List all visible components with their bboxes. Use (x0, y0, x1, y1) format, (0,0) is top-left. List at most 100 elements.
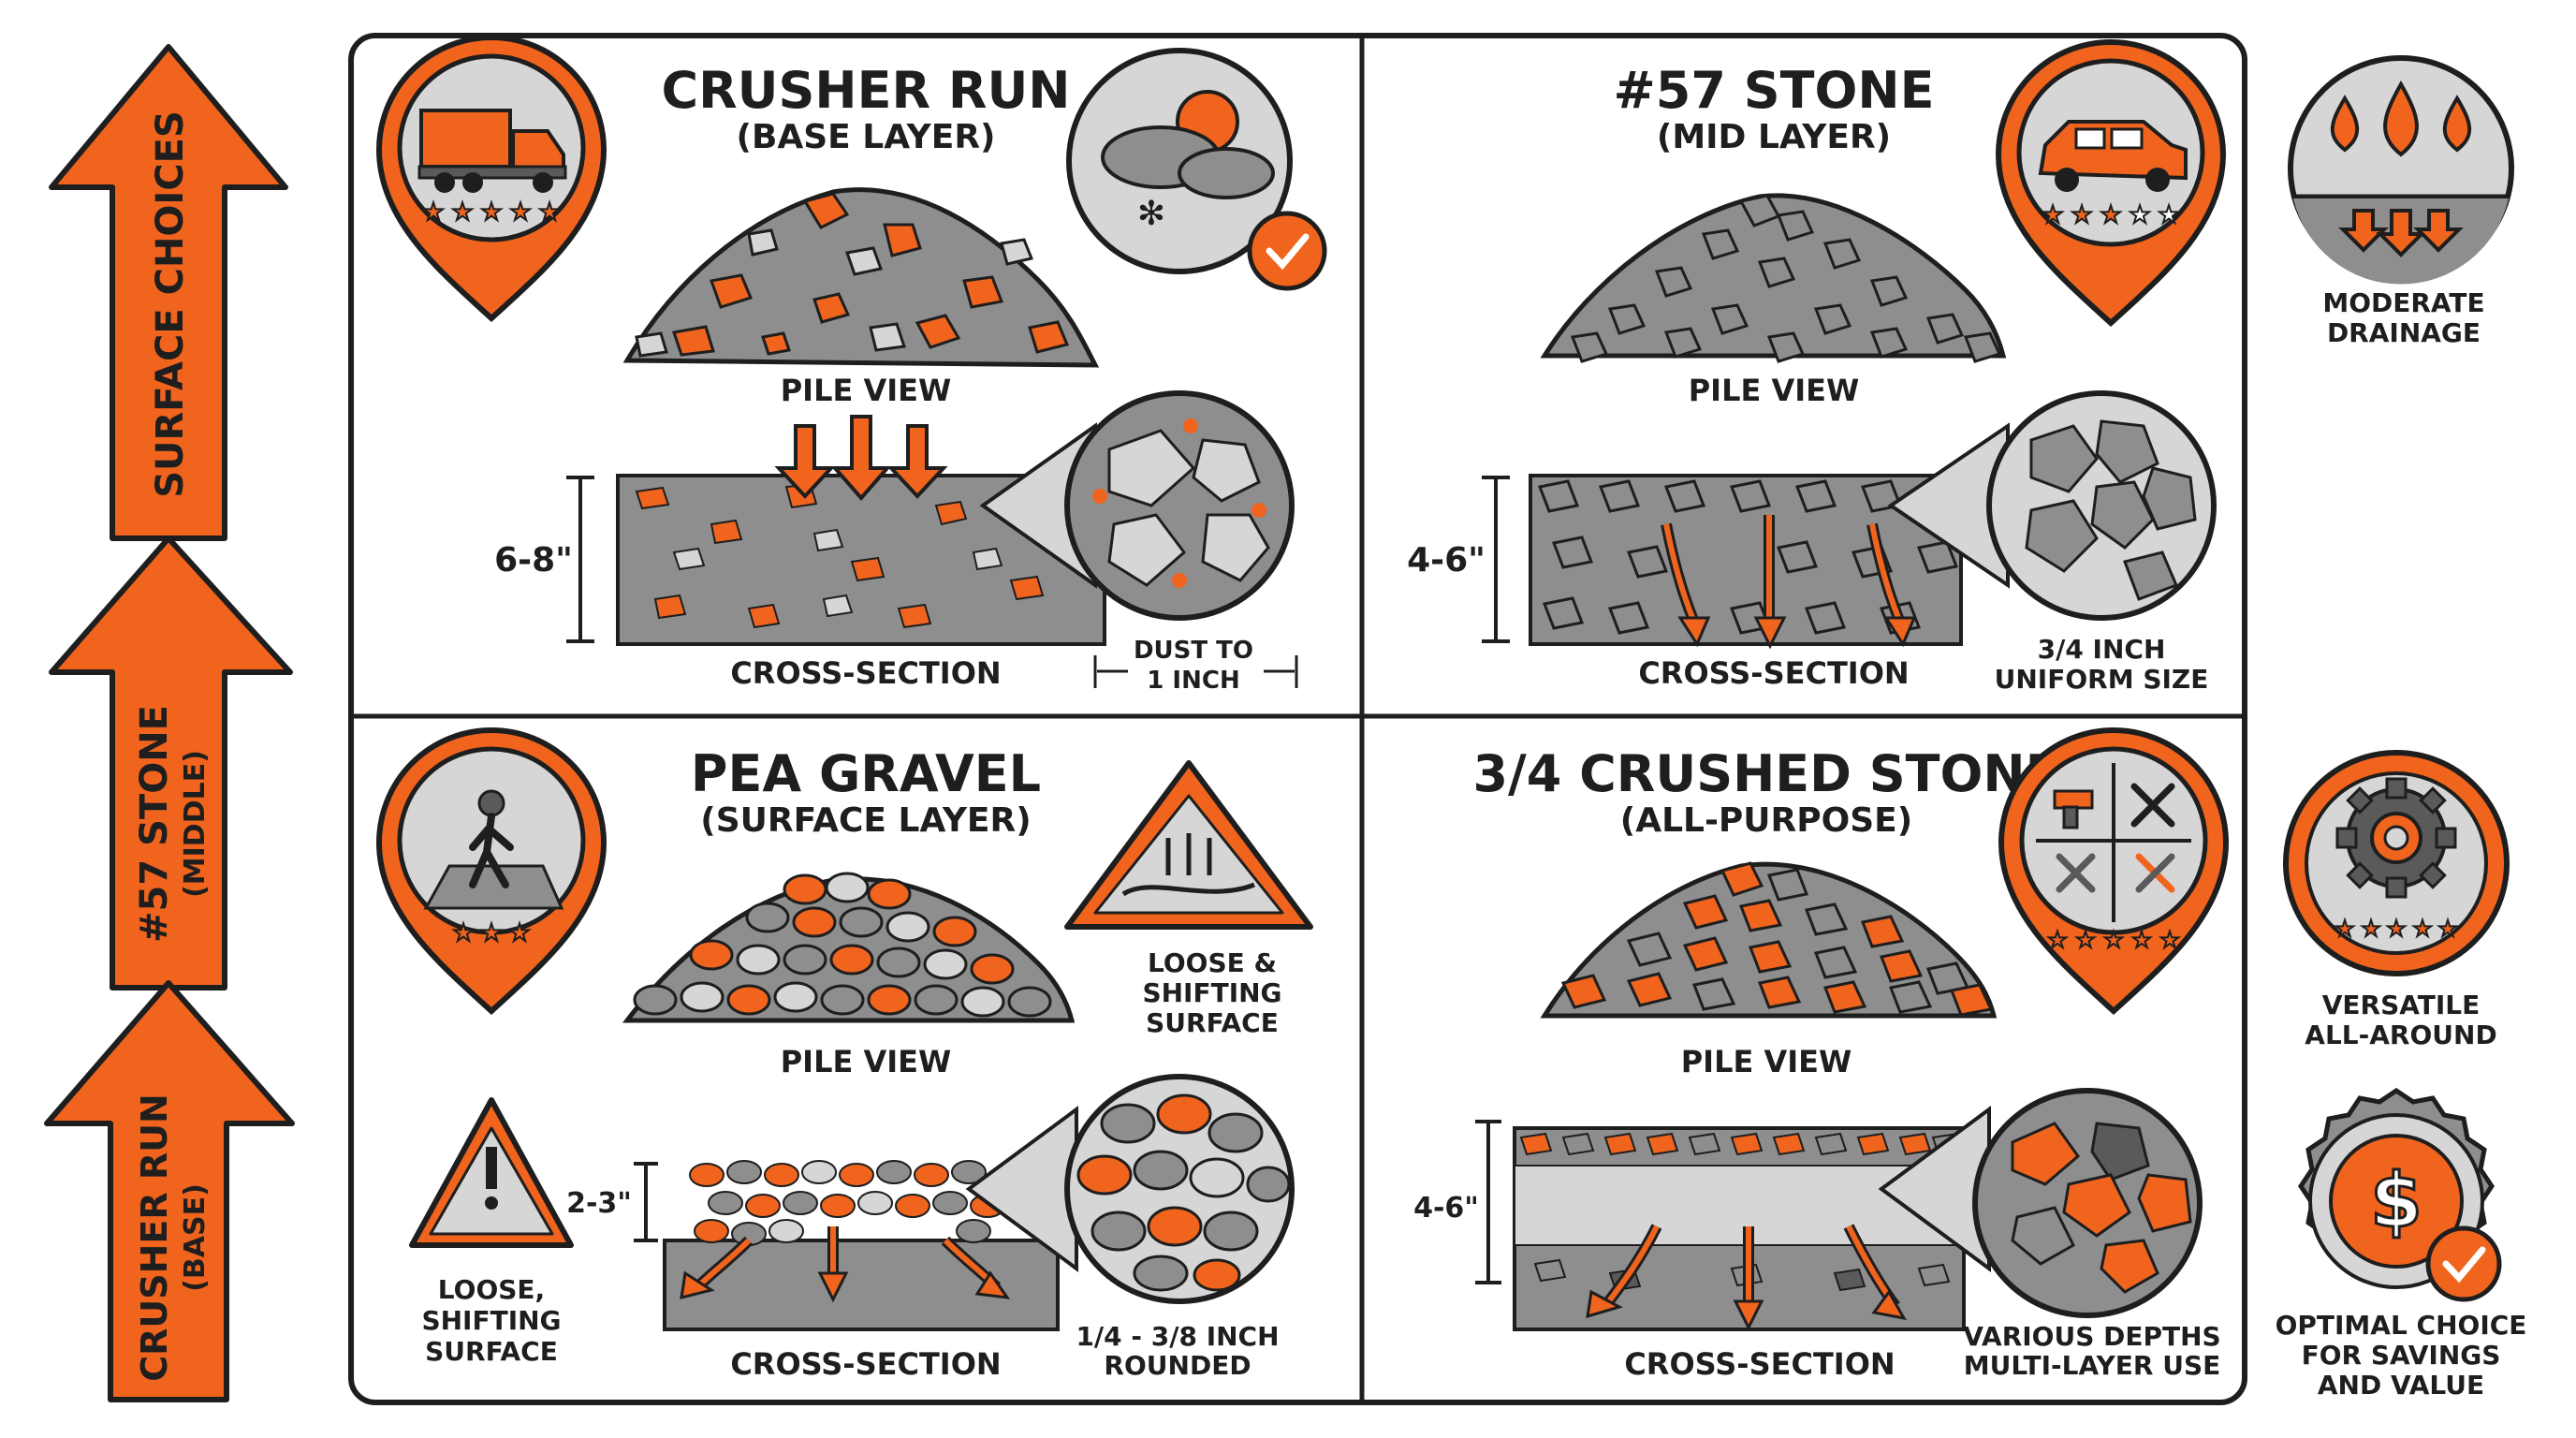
checkmark-icon (2425, 1225, 2502, 1302)
badge-moderate-drainage: MODERATE DRAINAGE (2288, 55, 2514, 348)
badge-line: MODERATE (2322, 287, 2484, 318)
svg-text:★: ★ (2047, 927, 2068, 953)
badge-optimal-choice: $ OPTIMAL CHOICE FOR SAVINGS AND VALUE (2276, 1087, 2527, 1401)
side-arrow-sub: (BASE) (179, 1183, 212, 1292)
pile-illustration (1540, 193, 2007, 363)
warn-bottom-line: SURFACE (425, 1336, 558, 1367)
side-arrow-base: CRUSHER RUN (BASE) (44, 980, 295, 1402)
side-arrow-sub: (MIDDLE) (179, 750, 212, 898)
pile-label: PILE VIEW (1681, 1044, 1852, 1079)
side-arrow-mid: #57 STONE (MIDDLE) (49, 536, 293, 990)
warning-sign-icon (409, 1097, 574, 1248)
cross-section-label: CROSS-SECTION (1624, 1346, 1895, 1382)
main-frame (348, 33, 2247, 1405)
svg-text:★: ★ (508, 919, 530, 947)
magnifier-detail (1887, 390, 2217, 621)
cross-section-label: CROSS-SECTION (730, 655, 1001, 691)
warn-top-line: SHIFTING (1142, 977, 1281, 1008)
water-drops-icon (2330, 80, 2472, 257)
badge-line: AND VALUE (2318, 1370, 2484, 1401)
badge-line: VERSATILE (2322, 990, 2481, 1020)
side-arrow-label: CRUSHER RUN (134, 1093, 175, 1382)
svg-text:★: ★ (2103, 927, 2124, 953)
side-arrow-label: SURFACE CHOICES (149, 110, 192, 498)
note-line-1: 1/4 - 3/8 INCH (1076, 1321, 1279, 1352)
warn-bottom-line: LOOSE, (438, 1274, 545, 1305)
panel-subtitle: (ALL-PURPOSE) (1620, 801, 1912, 840)
panel-57-stone: #57 STONE (MID LAYER) ★★★ ★★ (1407, 39, 2227, 695)
pile-illustration (1540, 861, 1998, 1019)
magnifier-detail (1878, 1088, 2203, 1318)
badge-line: FOR SAVINGS (2302, 1340, 2501, 1371)
pile-illustration (622, 872, 1076, 1023)
warn-top-line: SURFACE (1146, 1007, 1279, 1038)
badge-line: ALL-AROUND (2305, 1020, 2496, 1050)
svg-text:★: ★ (509, 198, 531, 227)
svg-text:★: ★ (2361, 916, 2381, 942)
svg-text:★: ★ (2386, 916, 2407, 942)
note-line-1: VARIOUS DEPTHS (1963, 1321, 2220, 1352)
panel-pea-gravel: PEA GRAVEL (SURFACE LAYER) ★★★ LOOSE & S… (375, 727, 1313, 1382)
side-arrow-surface: SURFACE CHOICES (49, 44, 288, 541)
note-line-1: 3/4 INCH (2038, 634, 2166, 665)
side-arrow-label: #57 STONE (133, 705, 176, 943)
width-marker (1093, 655, 1298, 688)
note-line-2: ROUNDED (1104, 1350, 1251, 1381)
pile-label: PILE VIEW (781, 373, 952, 408)
badge-line: OPTIMAL CHOICE (2276, 1310, 2527, 1341)
depth-label: 4-6" (1407, 541, 1486, 580)
cross-section-label: CROSS-SECTION (1638, 655, 1909, 691)
note-line-2: 1 INCH (1147, 667, 1239, 695)
warn-top-line: LOOSE & (1148, 947, 1277, 978)
svg-text:★: ★ (2131, 927, 2152, 953)
weather-icon: ✻ (1066, 48, 1327, 291)
panel-title: CRUSHER RUN (661, 61, 1070, 120)
car-icon: ★★★ ★★ (1995, 39, 2227, 328)
magnifier-detail (979, 390, 1295, 621)
svg-text:★: ★ (480, 919, 502, 947)
note-line-2: UNIFORM SIZE (1995, 664, 2209, 695)
badge-versatile: ★★★★★ VERSATILE ALL-AROUND (2283, 750, 2510, 1050)
svg-text:★: ★ (2334, 916, 2355, 942)
magnifier-detail (965, 1074, 1295, 1304)
panel-crushed-stone: 3/4 CRUSHED STONE (ALL-PURPOSE) ★ ★ ★ ★ ★ (1413, 727, 2230, 1382)
svg-text:★: ★ (2129, 201, 2150, 229)
panel-subtitle: (SURFACE LAYER) (700, 801, 1031, 840)
cross-section-illustration (1475, 1120, 1966, 1331)
svg-text:★: ★ (2437, 916, 2458, 942)
pile-illustration (622, 187, 1100, 368)
svg-text:★: ★ (538, 198, 560, 227)
depth-label: 4-6" (1413, 1192, 1479, 1225)
note-line-2: MULTI-LAYER USE (1964, 1350, 2221, 1381)
panel-title: 3/4 CRUSHED STONE (1472, 744, 2059, 803)
svg-text:$: $ (2370, 1157, 2422, 1244)
pedestrian-icon: ★★★ (375, 727, 607, 1016)
cross-section-label: CROSS-SECTION (730, 1346, 1001, 1382)
pile-label: PILE VIEW (1689, 373, 1860, 408)
svg-text:★: ★ (422, 198, 444, 227)
pile-label: PILE VIEW (781, 1044, 952, 1079)
svg-text:★: ★ (2100, 201, 2121, 229)
svg-text:★: ★ (2159, 927, 2180, 953)
svg-text:★: ★ (452, 919, 474, 947)
dump-truck-icon: ★★★★★ (375, 35, 607, 323)
svg-text:✻: ✻ (1137, 195, 1165, 233)
tools-icon: ★ ★ ★ ★ ★ (1998, 727, 2230, 1016)
svg-text:★: ★ (2412, 916, 2433, 942)
depth-label: 6-8" (494, 541, 573, 580)
panel-subtitle: (BASE LAYER) (737, 118, 996, 156)
dollar-badge-icon (2329, 1134, 2464, 1269)
depth-label: 2-3" (566, 1187, 632, 1220)
panel-subtitle: (MID LAYER) (1657, 118, 1891, 156)
warn-bottom-line: SHIFTING (421, 1305, 561, 1336)
gear-icon (2335, 777, 2457, 899)
svg-text:★: ★ (2075, 927, 2096, 953)
warning-sign-icon (1064, 760, 1313, 930)
panel-title: PEA GRAVEL (691, 744, 1041, 803)
panel-crusher-run: CRUSHER RUN (BASE LAYER) ★★★★★ ✻ (375, 35, 1327, 695)
svg-text:★: ★ (480, 198, 502, 227)
badge-line: DRAINAGE (2327, 317, 2481, 348)
note-line-1: DUST TO (1134, 637, 1253, 665)
panel-title: #57 STONE (1614, 61, 1935, 120)
